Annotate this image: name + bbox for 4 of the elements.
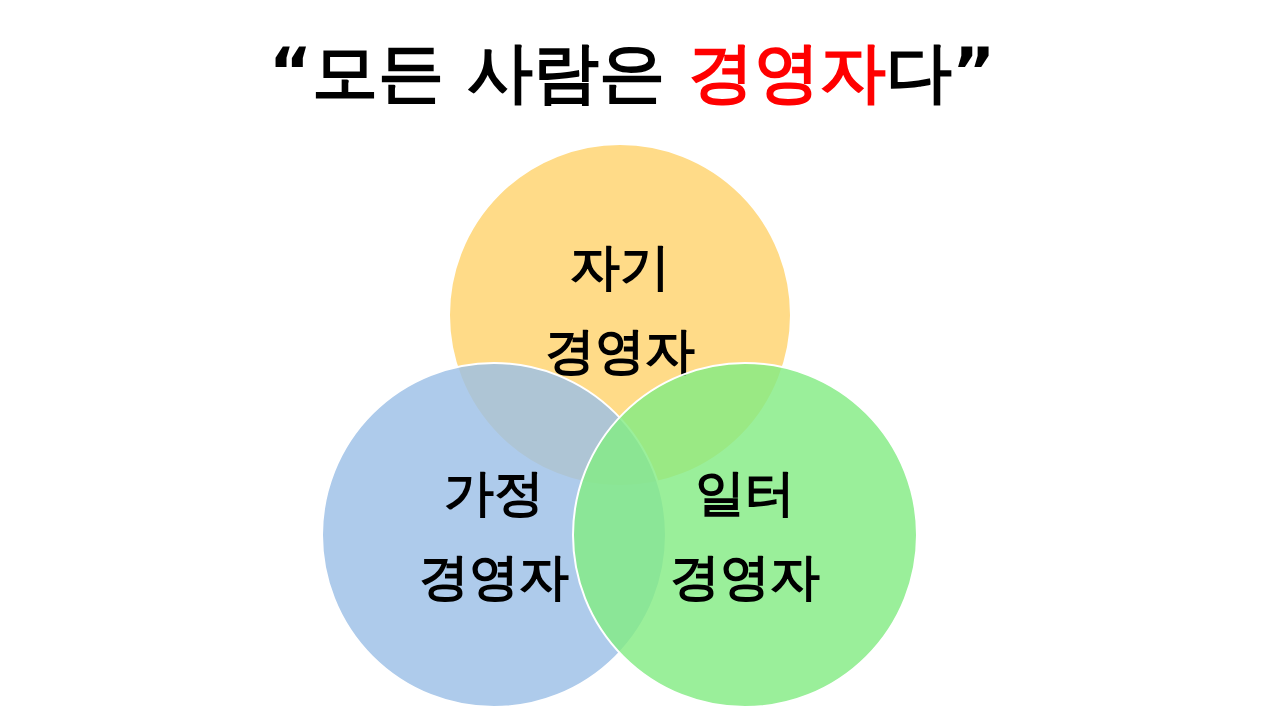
circle-label: 자기 경영자 — [544, 237, 696, 382]
circle-label: 가정 경영자 — [418, 463, 570, 608]
circle-label: 일터 경영자 — [669, 463, 821, 608]
title: “모든 사람은 경영자다” — [267, 33, 997, 113]
